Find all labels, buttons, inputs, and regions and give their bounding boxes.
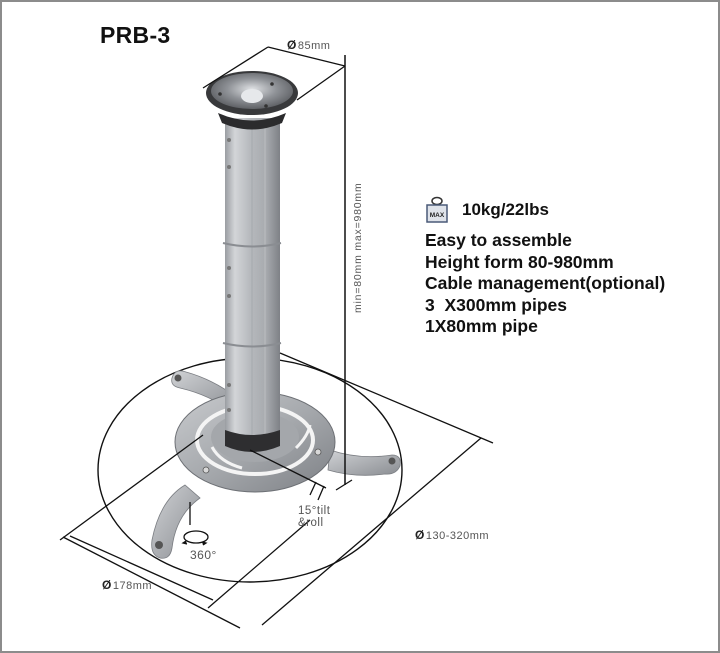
load-capacity: MAX 10kg/22lbs (425, 196, 549, 223)
spec-item: Easy to assemble (425, 230, 572, 250)
pole (222, 118, 282, 452)
spec-list: Easy to assemble Height form 80-980mm Ca… (425, 230, 665, 338)
diameter-symbol: Ø (415, 528, 425, 542)
height-range-label: min=80mm max=980mm (352, 182, 364, 313)
spread-diameter-label: Ø130-320mm (415, 528, 489, 542)
top-plate (206, 71, 298, 130)
spread-diameter-value: 130-320mm (425, 530, 490, 542)
max-weight-icon: MAX (426, 196, 448, 223)
spec-item: 3 X300mm pipes (425, 294, 568, 315)
spec-item: Height form 80-980mm (425, 251, 614, 272)
diameter-symbol: Ø (287, 38, 297, 52)
tilt-line-2: &roll (298, 517, 324, 529)
top-plate-diameter-value: 85mm (297, 40, 331, 52)
spec-item: Cable management(optional) (425, 273, 666, 293)
tilt-line-1: 15°tilt (298, 505, 331, 517)
spec-item: 1X80mm pipe (425, 316, 538, 336)
dim-lines (59, 46, 494, 629)
diameter-symbol: Ø (102, 578, 112, 592)
max-icon-text: MAX (430, 212, 445, 219)
load-value: 10kg/22lbs (462, 199, 549, 219)
product-title: PRB-3 (100, 22, 171, 48)
base-diameter-label: Ø178mm (102, 578, 152, 592)
rotation-arrow-icon (181, 530, 209, 546)
top-plate-diameter-label: Ø85mm (287, 38, 330, 52)
rotation-label: 360° (190, 548, 217, 562)
tilt-label: 15°tilt &roll (298, 505, 330, 529)
base-diameter-value: 178mm (112, 580, 153, 592)
